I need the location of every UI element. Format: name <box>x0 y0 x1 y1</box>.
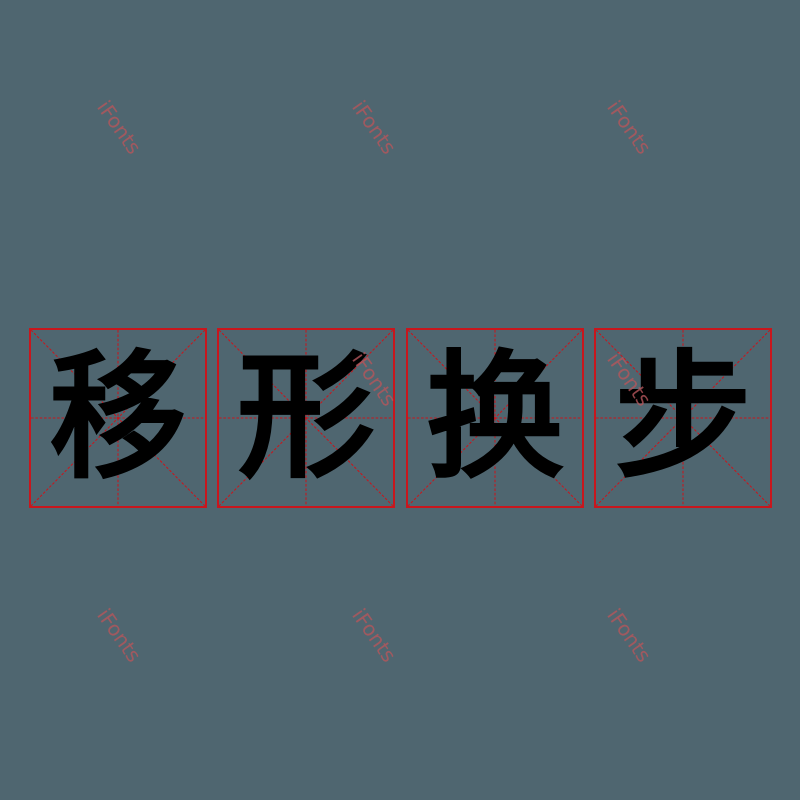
watermark: iFonts <box>347 96 402 159</box>
watermark: iFonts <box>92 96 147 159</box>
character: 形 <box>236 337 375 498</box>
grid-lines <box>408 330 582 506</box>
grid-lines <box>219 330 393 506</box>
character-box-1: 移 <box>29 328 207 508</box>
grid-lines <box>596 330 770 506</box>
character: 移 <box>48 337 187 498</box>
character: 换 <box>425 337 564 498</box>
watermark: iFonts <box>347 604 402 667</box>
watermark: iFonts <box>602 96 657 159</box>
character-box-3: 换 <box>406 328 584 508</box>
watermark: iFonts <box>92 604 147 667</box>
character: 步 <box>613 337 752 498</box>
character-box-2: 形 <box>217 328 395 508</box>
character-box-4: 步 <box>594 328 772 508</box>
grid-lines <box>31 330 205 506</box>
watermark: iFonts <box>602 604 657 667</box>
